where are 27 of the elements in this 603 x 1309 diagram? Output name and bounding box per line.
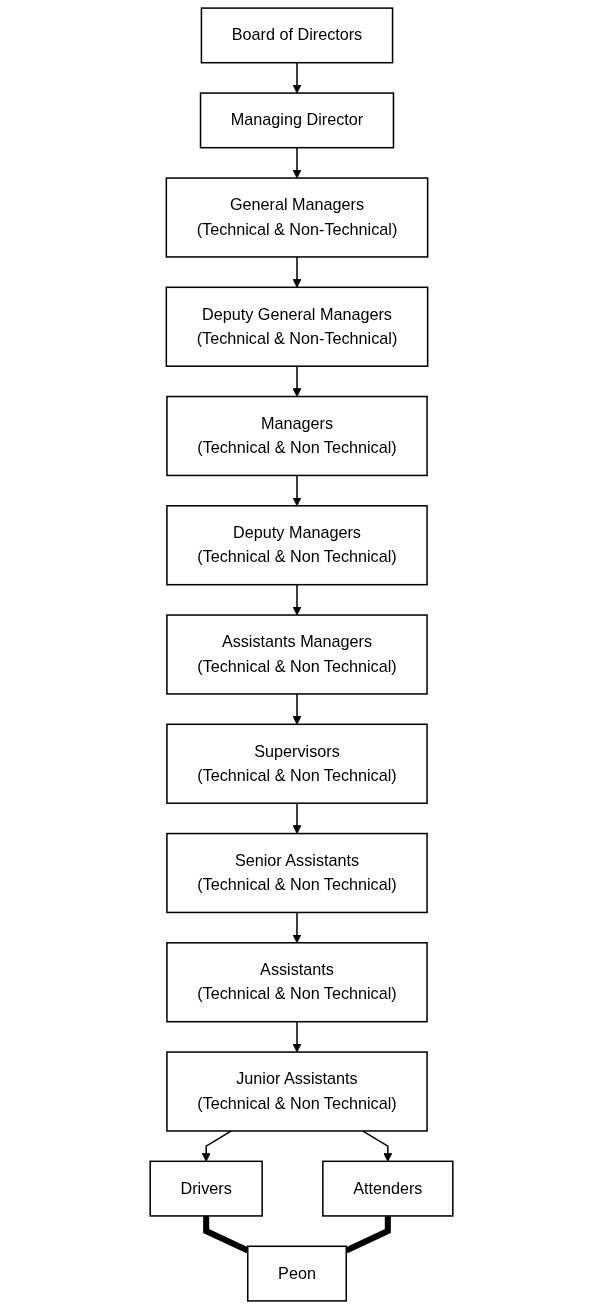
node-box: Deputy Managers (Technical & Non Technical): [166, 505, 428, 586]
arrow: [292, 911, 302, 944]
arrow: [292, 365, 302, 397]
arrow: [292, 583, 302, 616]
node-box: Peon: [247, 1245, 347, 1302]
node-box: Junior Assistants (Technical & Non Technical): [166, 1051, 428, 1132]
arrow: [292, 474, 302, 507]
arrow: [292, 1020, 302, 1053]
arrow: [292, 693, 302, 725]
node-box: Managing Director: [199, 92, 395, 149]
arrow: [361, 1130, 393, 1162]
arrow: [292, 802, 302, 834]
arrow: [292, 61, 302, 94]
node-box: Senior Assistants (Technical & Non Technical): [166, 832, 428, 914]
node-box: Attenders: [322, 1160, 454, 1217]
node-box: Board of Directors: [200, 7, 394, 64]
arrow: [292, 146, 302, 179]
arrow: [292, 256, 302, 288]
node-box: Supervisors (Technical & Non Technical): [166, 723, 428, 804]
node-box: Drivers: [149, 1160, 263, 1217]
node-box: Managers (Technical & Non Technical): [166, 395, 428, 477]
node-box: Deputy General Managers (Technical & Non-Technical): [165, 286, 429, 367]
node-box: General Managers (Technical & Non-Technical): [165, 177, 429, 258]
node-box: Assistants Managers (Technical & Non Technical): [166, 614, 428, 695]
connector: [203, 1215, 250, 1254]
arrow: [201, 1130, 233, 1162]
node-box: Assistants (Technical & Non Technical): [166, 942, 428, 1023]
